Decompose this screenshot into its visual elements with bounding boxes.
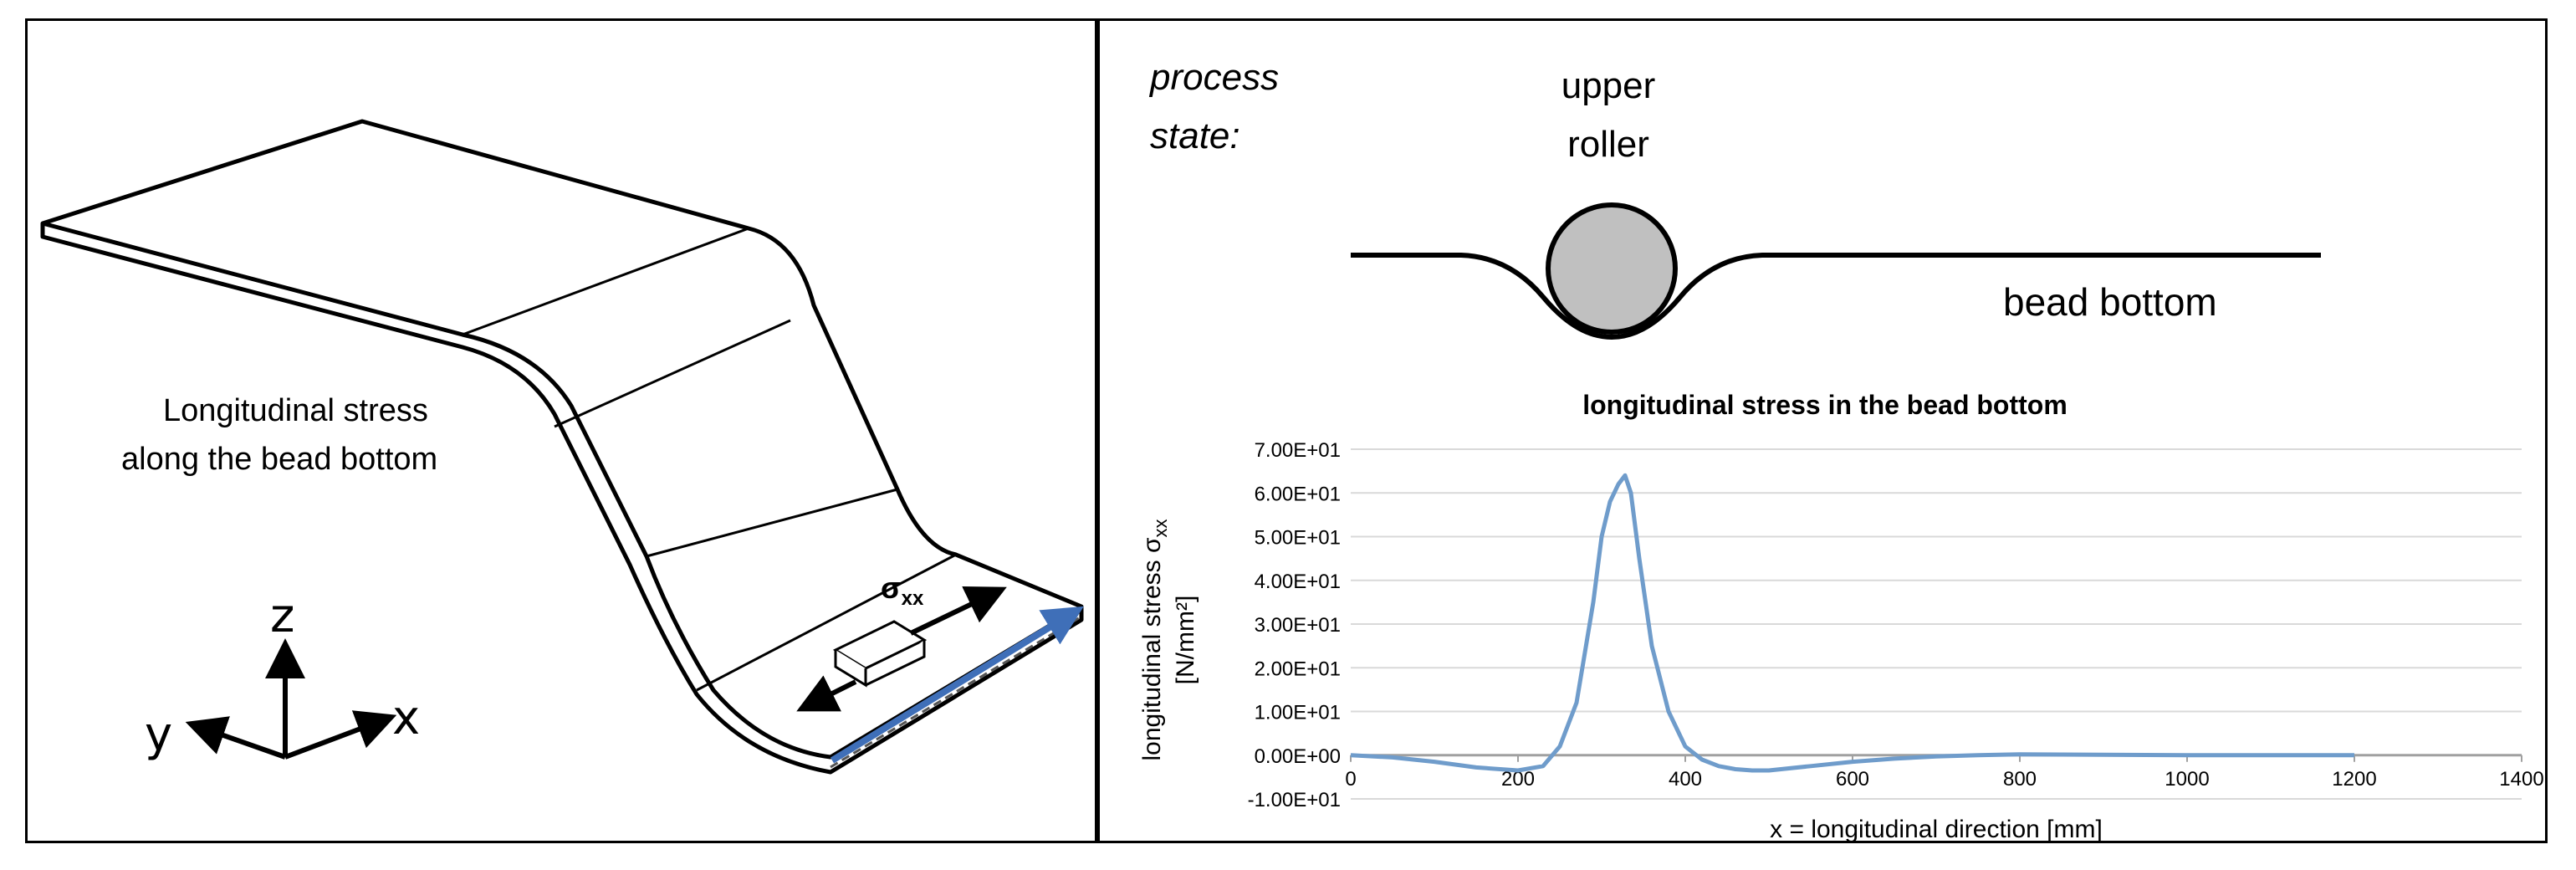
x-tick-label: 1000 — [2165, 768, 2209, 791]
x-tick-label: 400 — [1669, 768, 1702, 791]
chart-y-ticks: -1.00E+01 0.00E+00 1.00E+01 2.00E+01 3.00E+0… — [1248, 439, 1341, 811]
axis-y-label: y — [145, 708, 172, 762]
bead-profile-line — [1351, 253, 2321, 340]
bead-bottom-label: bead bottom — [2003, 280, 2217, 324]
y-tick-label: 5.00E+01 — [1255, 527, 1341, 550]
stress-arrow-left — [796, 675, 857, 712]
bead-bottom-arrow — [830, 606, 1084, 764]
x-axis-label: x = longitudinal direction [mm] — [1770, 816, 2103, 843]
stress-arrow-right — [909, 586, 1007, 636]
stress-element — [796, 586, 1007, 712]
bead-3d-diagram: σxx Longitudinal stress along the bead b… — [40, 119, 1084, 775]
process-label-line-1: process — [1148, 57, 1279, 98]
y-tick-label: 2.00E+01 — [1255, 658, 1341, 680]
y-tick-label: 3.00E+01 — [1255, 614, 1341, 637]
process-label-line-2: state: — [1150, 115, 1240, 156]
y-tick-label: 6.00E+01 — [1255, 483, 1341, 505]
left-panel: σxx Longitudinal stress along the bead b… — [25, 18, 1097, 843]
y-axis-label-line-2: [N/mm²] — [1172, 596, 1199, 685]
axis-z-label: z — [270, 589, 294, 643]
y-tick-label: 7.00E+01 — [1255, 439, 1341, 462]
roller-label-line-1: upper — [1561, 65, 1656, 106]
sigma-label: σxx — [881, 571, 924, 610]
x-tick-label: 1400 — [2499, 768, 2543, 791]
coordinate-axes — [185, 638, 397, 760]
y-tick-label: 4.00E+01 — [1255, 571, 1341, 593]
x-tick-label: 600 — [1836, 768, 1869, 791]
y-tick-label: -1.00E+01 — [1248, 789, 1341, 811]
chart-title: longitudinal stress in the bead bottom — [1582, 390, 2067, 420]
upper-roller — [1546, 202, 1678, 335]
caption-line-1: Longitudinal stress — [163, 393, 428, 428]
x-tick-label: 800 — [2003, 768, 2037, 791]
x-tick-label: 1200 — [2332, 768, 2376, 791]
y-axis-label-line-1: longitudinal stress σxx — [1138, 519, 1171, 761]
caption-line-2: along the bead bottom — [121, 442, 437, 477]
y-tick-label: 0.00E+00 — [1255, 745, 1341, 768]
right-panel: process state: upper roller bead bottom … — [1097, 18, 2548, 843]
y-tick-label: 1.00E+01 — [1255, 702, 1341, 724]
series-line — [1350, 473, 2354, 773]
bead-sheet — [40, 119, 1084, 775]
process-chart-panel: process state: upper roller bead bottom … — [1138, 57, 2544, 843]
roller-label-line-2: roller — [1567, 124, 1649, 165]
x-tick-label: 0 — [1345, 768, 1356, 791]
axis-x-label: x — [392, 691, 420, 745]
chart-grid — [1351, 448, 2522, 800]
